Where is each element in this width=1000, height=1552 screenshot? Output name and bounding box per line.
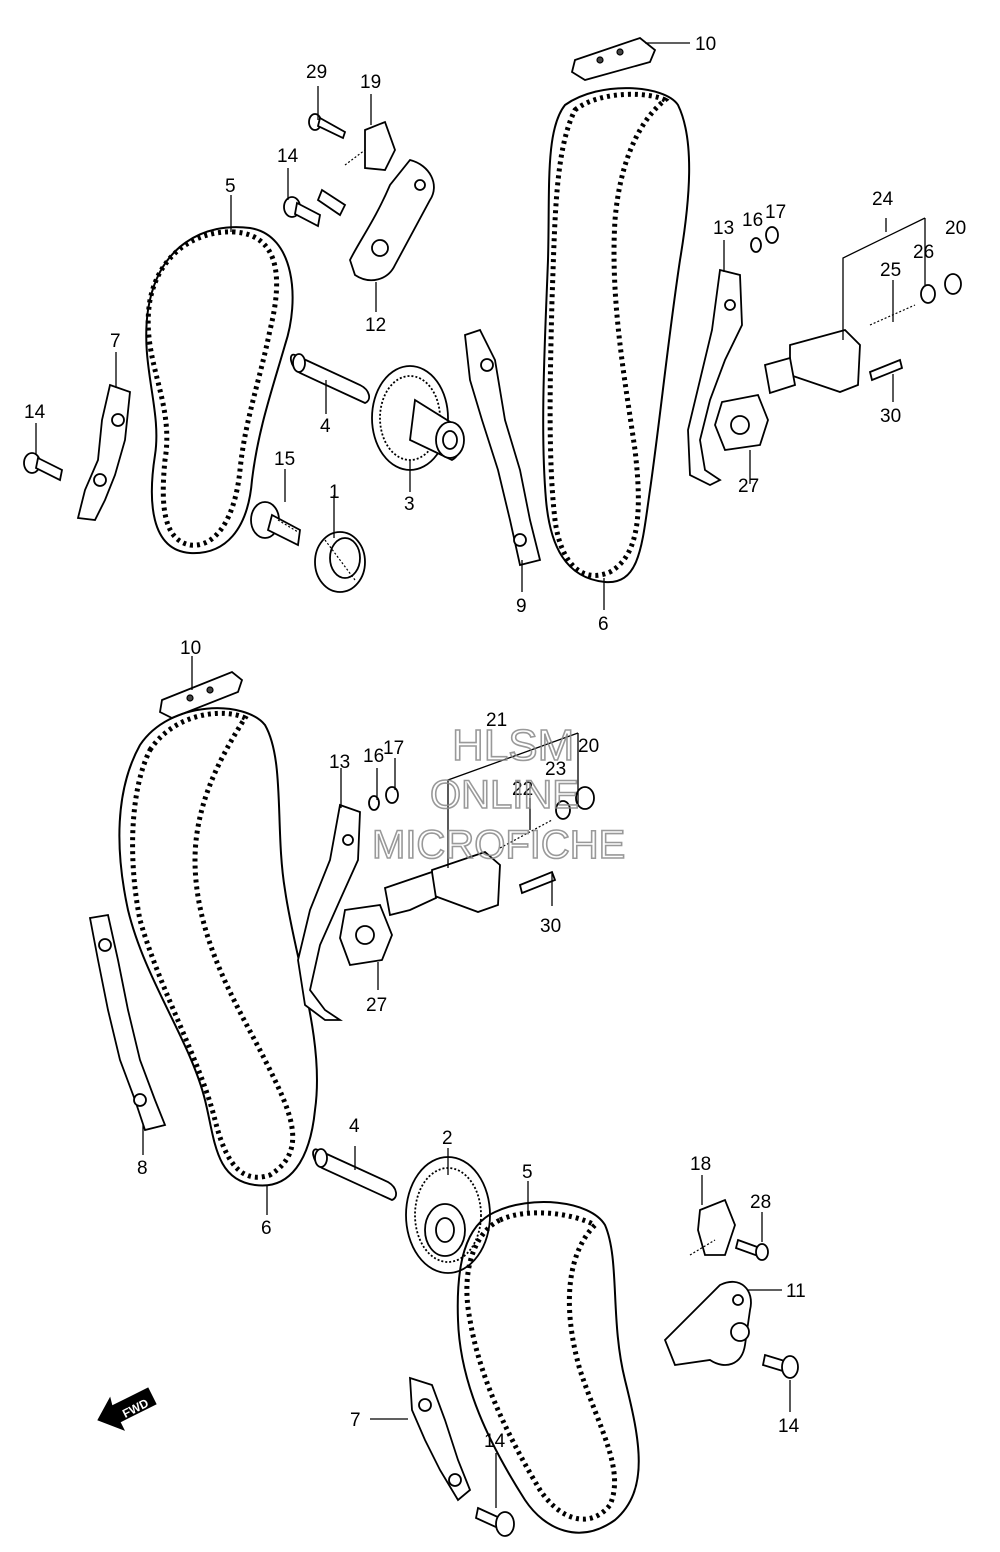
- callout-26: 26: [913, 242, 934, 263]
- bolt-28: [734, 1238, 769, 1261]
- callout-numbers: 29 19 14 5 12 7 14 4 3 15 1 9 6 10 13 16…: [24, 34, 966, 1452]
- callout-14-top: 14: [277, 146, 299, 167]
- chain-guide-7-bottom: [409, 1376, 472, 1502]
- tensioner-body-19: [344, 120, 396, 171]
- callout-2: 2: [442, 1128, 453, 1149]
- callout-27-top: 27: [738, 476, 759, 497]
- sprocket-1: [314, 531, 366, 593]
- bolt-29: [308, 113, 347, 140]
- callout-13-top: 13: [713, 218, 734, 239]
- callout-28: 28: [750, 1192, 771, 1213]
- callout-21: 21: [486, 710, 507, 731]
- callout-1: 1: [329, 482, 340, 503]
- cam-chain-5-bottom: [456, 1201, 640, 1534]
- washer-16-top: [750, 237, 762, 253]
- callout-29: 29: [306, 62, 327, 83]
- cam-chain-6-top: [542, 87, 691, 584]
- callout-6-top: 6: [598, 614, 609, 635]
- chain-tensioner-12: [316, 158, 435, 282]
- bolt-17-bottom: [385, 786, 399, 804]
- callout-15: 15: [274, 449, 295, 470]
- tensioner-guide-13-bottom: [297, 803, 361, 1021]
- callout-12: 12: [365, 315, 386, 336]
- chain-tensioner-11: [663, 1280, 752, 1366]
- callout-14-left: 14: [24, 402, 46, 423]
- tensioner-guide-13-top: [687, 268, 743, 487]
- callout-5-top: 5: [225, 176, 236, 197]
- bolt-14-top-left: [23, 452, 64, 482]
- idler-gear-3: [371, 365, 465, 471]
- bolt-14-right: [761, 1353, 799, 1379]
- callout-20-bottom: 20: [578, 736, 599, 757]
- callout-13-bottom: 13: [329, 752, 350, 773]
- callout-9: 9: [516, 596, 527, 617]
- watermark-line-3: MICROFICHE: [372, 823, 625, 867]
- bolt-15: [250, 501, 301, 547]
- callout-24: 24: [872, 189, 894, 210]
- callout-30-top: 30: [880, 406, 901, 427]
- callout-6-bottom: 6: [261, 1218, 272, 1239]
- callout-22: 22: [512, 779, 533, 800]
- idler-gear-2: [405, 1156, 491, 1274]
- shaft-4-top: [289, 353, 371, 404]
- fwd-arrow-icon: FWD: [97, 1387, 157, 1431]
- callout-27-bottom: 27: [366, 995, 387, 1016]
- gasket-27-top: [714, 393, 769, 451]
- bolt-14-bottom: [474, 1506, 515, 1537]
- cam-chain-6-bottom: [118, 707, 318, 1187]
- bolt-14-top: [283, 196, 322, 228]
- chain-guide-10-bottom: [159, 670, 244, 719]
- callout-7-bottom: 7: [350, 1410, 361, 1431]
- callout-17-top: 17: [765, 202, 786, 223]
- bolt-17-top: [765, 226, 779, 244]
- tensioner-adjuster-24: [763, 273, 962, 395]
- callout-8: 8: [137, 1158, 148, 1179]
- callout-10-bottom: 10: [180, 638, 201, 659]
- tensioner-body-18: [689, 1198, 736, 1256]
- tensioner-adjuster-21: [383, 786, 595, 917]
- chain-guide-9: [464, 328, 542, 567]
- chain-guide-10-top: [570, 36, 657, 81]
- watermark-line-2: ONLINE: [430, 773, 579, 817]
- callout-18: 18: [690, 1154, 711, 1175]
- callout-20-top: 20: [945, 218, 966, 239]
- callout-3: 3: [404, 494, 415, 515]
- callout-14-bottom: 14: [484, 1431, 506, 1452]
- callout-4-bottom: 4: [349, 1116, 360, 1137]
- callout-14-right: 14: [778, 1416, 800, 1437]
- callout-11: 11: [786, 1281, 806, 1302]
- callout-17-bottom: 17: [383, 738, 404, 759]
- callout-23: 23: [545, 759, 566, 780]
- callout-25: 25: [880, 260, 901, 281]
- watermark-line-1: HLSM: [452, 721, 574, 770]
- watermark: HLSM ONLINE MICROFICHE: [371, 720, 626, 868]
- callout-30-bottom: 30: [540, 916, 561, 937]
- callout-4-top: 4: [320, 416, 331, 437]
- callout-16-top: 16: [742, 210, 763, 231]
- chain-guide-7-top: [76, 383, 131, 521]
- callout-19: 19: [360, 72, 381, 93]
- leader-lines: [35, 42, 926, 1508]
- chain-guide-8: [88, 913, 167, 1132]
- callout-10-top: 10: [695, 34, 716, 55]
- callout-16-bottom: 16: [363, 746, 384, 767]
- callout-7-top: 7: [110, 331, 121, 352]
- cam-chain-5-top: [145, 226, 294, 555]
- gasket-27-bottom: [339, 904, 393, 967]
- shaft-4-bottom: [312, 1148, 397, 1201]
- callout-5-bottom: 5: [522, 1162, 533, 1183]
